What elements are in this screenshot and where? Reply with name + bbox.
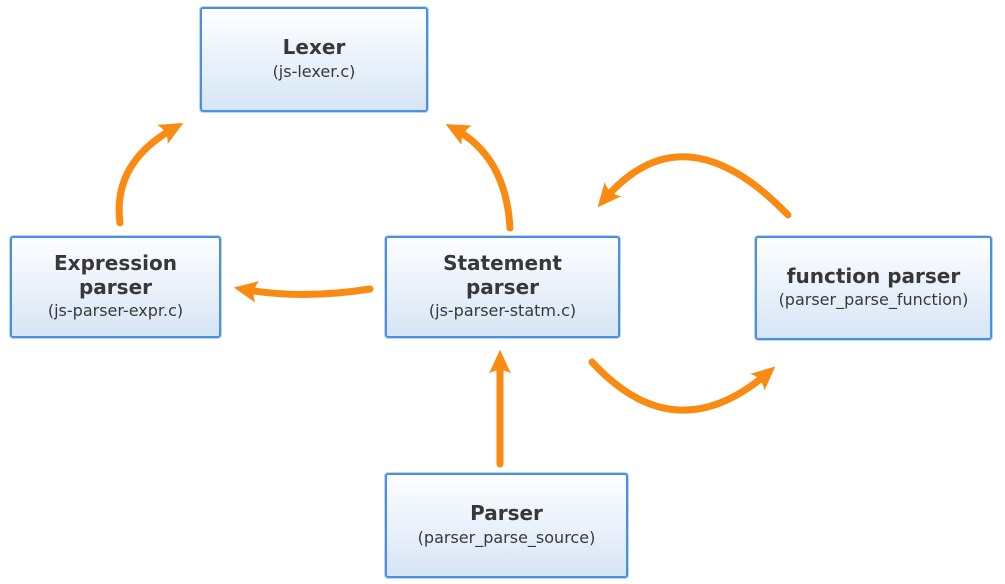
node-function-parser-title: function parser — [786, 263, 961, 288]
edge-statement-parser-to-lexer — [445, 124, 514, 232]
edge-statement-parser-to-function-parser — [588, 358, 776, 414]
node-lexer-subtitle: (js-lexer.c) — [272, 61, 356, 81]
edge-statement-parser-to-expression-parser — [233, 281, 374, 303]
edge-function-parser-to-statement-parser — [597, 153, 792, 219]
node-function-parser: function parser (parser_parse_function) — [755, 236, 992, 340]
edge-expression-parser-to-lexer — [115, 123, 184, 227]
node-statement-parser-subtitle: (js-parser-statm.c) — [428, 301, 577, 321]
node-expression-parser: Expression parser (js-parser-expr.c) — [10, 236, 221, 338]
node-expression-parser-title: Expression parser — [54, 251, 177, 299]
node-parser-subtitle: (parser_parse_source) — [417, 527, 596, 547]
node-statement-parser-title: Statement parser — [443, 251, 562, 299]
node-lexer: Lexer (js-lexer.c) — [200, 7, 428, 112]
node-expression-parser-subtitle: (js-parser-expr.c) — [47, 301, 184, 321]
node-statement-parser: Statement parser (js-parser-statm.c) — [385, 236, 620, 338]
node-parser: Parser (parser_parse_source) — [385, 473, 628, 578]
node-lexer-title: Lexer — [282, 35, 346, 60]
node-parser-title: Parser — [470, 501, 543, 526]
node-function-parser-subtitle: (parser_parse_function) — [778, 290, 969, 310]
